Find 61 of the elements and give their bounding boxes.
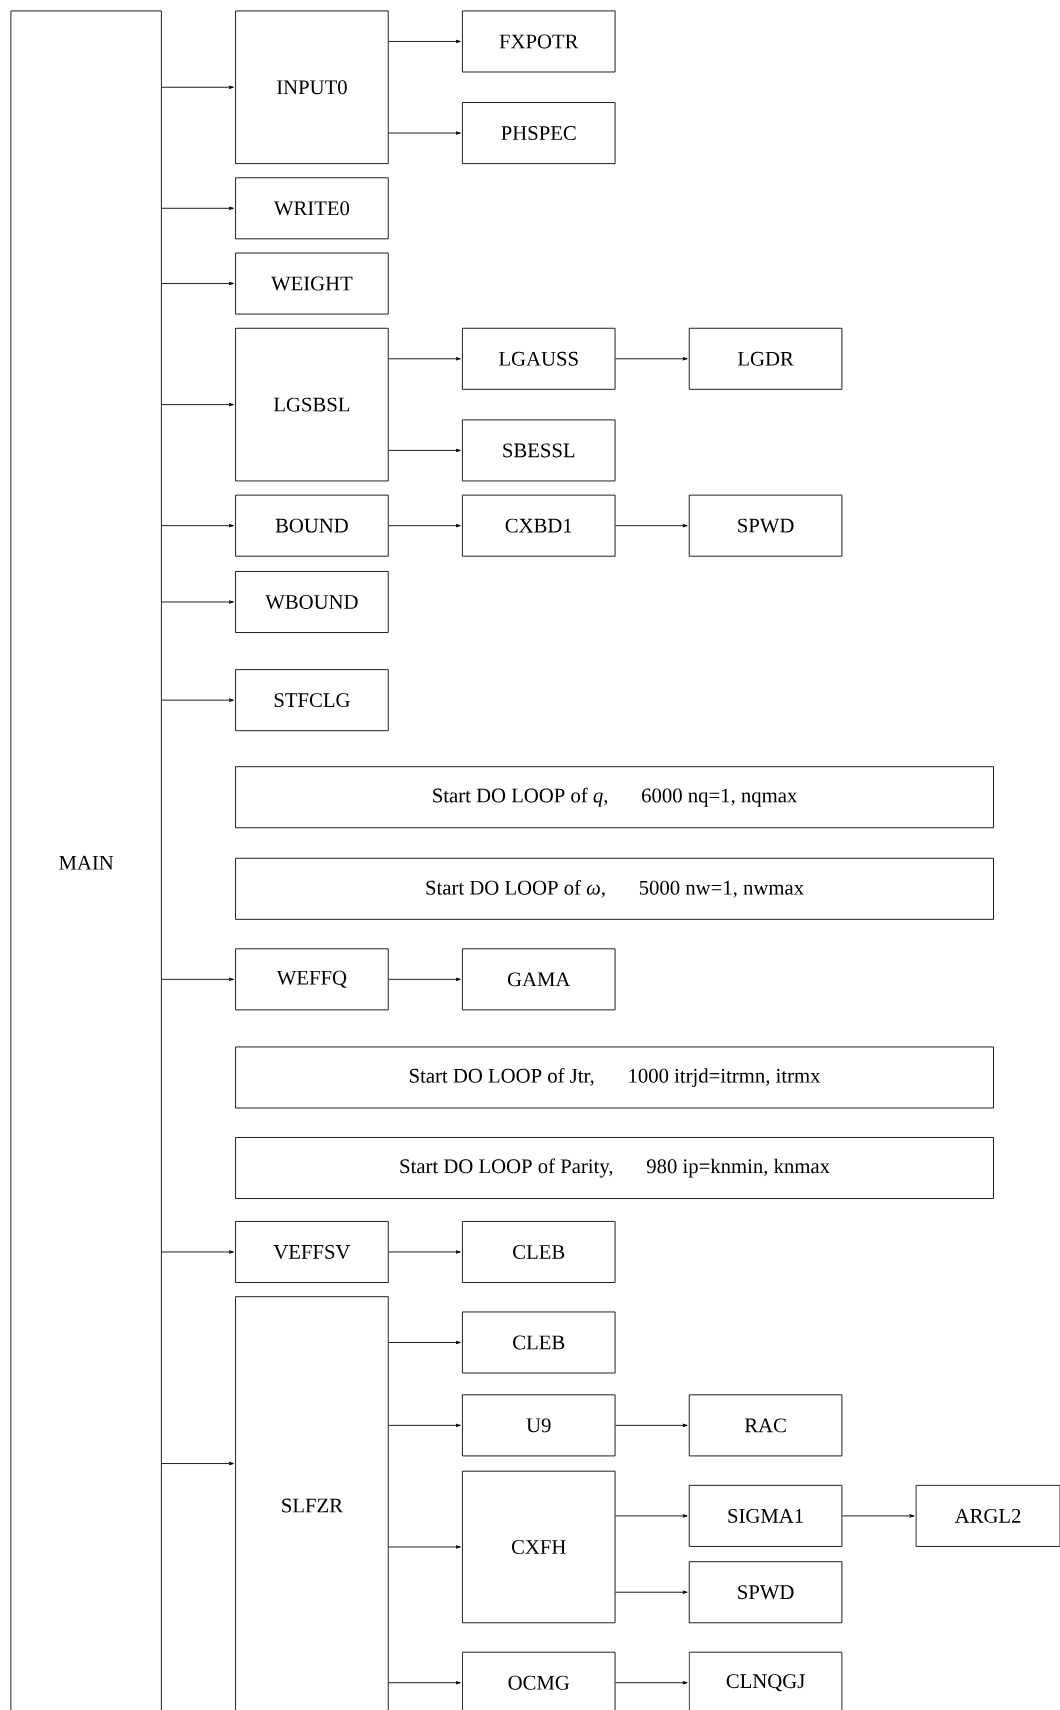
arrow	[161, 85, 234, 89]
arrow	[161, 698, 234, 702]
arrow	[388, 1250, 461, 1254]
subroutine-box: BOUND	[235, 494, 389, 557]
arrow	[161, 977, 234, 981]
subroutine-box: FXPOTR	[461, 10, 616, 73]
subroutine-box: LGAUSS	[461, 327, 616, 390]
arrow	[388, 1681, 461, 1685]
subroutine-box: SPWD	[688, 1561, 843, 1624]
arrow	[161, 600, 234, 604]
arrow	[388, 977, 461, 981]
arrow	[615, 1590, 688, 1594]
arrow	[161, 281, 234, 286]
arrow	[615, 523, 688, 528]
subroutine-box: PHSPEC	[461, 102, 616, 165]
arrow	[388, 1423, 461, 1428]
arrow	[161, 1250, 234, 1254]
subroutine-box: GAMA	[461, 948, 616, 1011]
arrow	[161, 523, 234, 528]
subroutine-box: WBOUND	[235, 571, 389, 633]
arrow	[161, 1461, 234, 1466]
subroutine-box: CXFH	[461, 1470, 616, 1624]
subroutine-box: LGDR	[688, 327, 843, 390]
subroutine-box: OCMG	[461, 1651, 616, 1710]
subroutine-box: ARGL2	[915, 1484, 1060, 1547]
arrow	[388, 357, 461, 361]
arrow	[388, 39, 461, 44]
loop-box: Start DO LOOP of q, 6000 nq=1, nqmax	[235, 766, 994, 829]
subroutine-box: WEFFQ	[235, 948, 389, 1011]
subroutine-box: U9	[461, 1394, 616, 1457]
loop-box: Start DO LOOP of Parity, 980 ip=knmin, knmax	[235, 1137, 994, 1199]
arrow	[615, 1681, 688, 1685]
arrow	[388, 1545, 461, 1549]
program-box: MAIN	[10, 10, 162, 1710]
arrow	[388, 1340, 461, 1345]
subroutine-box: STFCLG	[235, 669, 389, 732]
arrow	[615, 357, 688, 361]
subroutine-box: CLEB	[461, 1221, 616, 1283]
arrow	[388, 131, 461, 135]
subroutine-box: INPUT0	[235, 10, 389, 165]
arrow	[615, 1423, 688, 1428]
arrow	[388, 448, 461, 453]
arrow	[841, 1514, 915, 1518]
subroutine-box: WEIGHT	[235, 252, 389, 315]
subroutine-box: WRITE0	[235, 177, 389, 240]
subroutine-box: SIGMA1	[688, 1484, 843, 1547]
loop-box: Start DO LOOP of ω, 5000 nw=1, nwmax	[235, 857, 994, 920]
subroutine-box: CXBD1	[461, 494, 616, 557]
subroutine-box: RAC	[688, 1394, 843, 1457]
subroutine-box: SPWD	[688, 494, 843, 557]
subroutine-box: LGSBSL	[235, 327, 389, 482]
arrow	[161, 402, 234, 407]
subroutine-box: CLEB	[461, 1311, 616, 1374]
loop-box: Start DO LOOP of Jtr, 1000 itrjd=itrmn, itrmx	[235, 1046, 994, 1109]
arrow	[615, 1514, 688, 1518]
subroutine-box: VEFFSV	[235, 1221, 389, 1283]
arrow	[388, 523, 461, 528]
subroutine-box: SBESSL	[461, 419, 616, 482]
subroutine-box: SLFZR	[235, 1296, 389, 1710]
arrow	[161, 206, 234, 210]
subroutine-box: CLNQGJ	[688, 1651, 843, 1710]
